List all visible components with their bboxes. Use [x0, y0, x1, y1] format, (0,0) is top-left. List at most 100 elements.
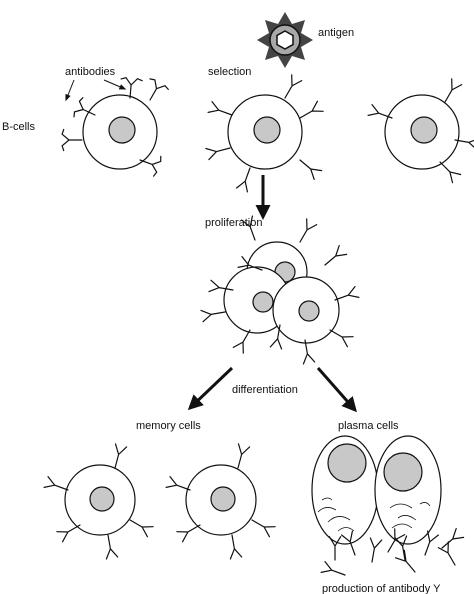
cluster-nucleus — [252, 291, 274, 313]
antibody-y — [454, 139, 474, 148]
antibody-y — [320, 561, 346, 576]
antibody-y — [367, 104, 393, 119]
antibody-stroke — [229, 534, 243, 560]
antibody-stroke — [205, 147, 231, 161]
cell-nucleus — [383, 452, 423, 492]
antibody-stroke — [114, 443, 128, 469]
antibody-stroke — [207, 101, 233, 116]
antibody-y — [114, 443, 128, 469]
label-antigen: antigen — [318, 27, 354, 39]
antibody-stroke — [105, 534, 119, 560]
antibody-stroke — [139, 155, 162, 177]
antibody-y — [73, 97, 96, 118]
antibody-y — [56, 524, 81, 543]
b-cell-left — [82, 94, 158, 170]
label-selection: selection — [208, 66, 251, 78]
antibody-y — [43, 476, 69, 491]
antibody-y — [61, 128, 83, 152]
antibody-y — [444, 78, 463, 103]
label-differentiation: differentiation — [232, 384, 298, 396]
antibody-y — [394, 535, 408, 561]
antibody-stroke — [208, 279, 234, 293]
antibody-y — [395, 549, 416, 573]
cell-nucleus — [108, 116, 136, 144]
cell-nucleus — [253, 116, 281, 144]
antibody-y — [441, 528, 465, 549]
antibody-y — [232, 329, 251, 354]
antibody-stroke — [329, 329, 354, 348]
antigen-particle — [257, 12, 313, 68]
antibody-y — [236, 167, 251, 193]
label-production: production of antibody Y — [322, 583, 441, 594]
antibody-stroke — [328, 536, 342, 561]
label-memory-cells: memory cells — [136, 420, 201, 432]
antibody-y — [329, 329, 354, 348]
antibody-y — [149, 78, 169, 101]
antibody-y — [284, 74, 303, 99]
antibody-stroke — [73, 97, 96, 118]
antibody-y — [302, 339, 316, 365]
antibody-y — [205, 147, 231, 161]
antibody-stroke — [232, 329, 251, 354]
antibody-y — [237, 443, 251, 469]
antibody-y — [176, 524, 201, 543]
antibody-stroke — [43, 476, 69, 491]
antibody-y — [241, 215, 256, 241]
antibody-stroke — [149, 78, 169, 101]
antibody-stroke — [334, 286, 360, 301]
antibody-y — [334, 286, 360, 301]
antibody-y — [328, 536, 342, 561]
antibody-stroke — [120, 77, 143, 99]
cell-nucleus — [210, 486, 236, 512]
antibody-stroke — [439, 161, 462, 184]
antibody-stroke — [176, 524, 201, 543]
antibody-y — [129, 519, 154, 538]
label-antibodies: antibodies — [65, 66, 116, 78]
arrow-to-plasma — [316, 367, 357, 413]
antibody-stroke — [299, 218, 318, 243]
antibody-y — [207, 101, 233, 116]
antibodies-arrow-left — [65, 79, 75, 102]
antibody-stroke — [129, 519, 154, 538]
antibody-stroke — [284, 74, 303, 99]
antibody-stroke — [341, 530, 356, 556]
antibody-stroke — [441, 528, 465, 549]
antibody-stroke — [236, 167, 251, 193]
antibody-y — [299, 218, 318, 243]
antigen-core — [276, 30, 294, 50]
antibodies-arrow-right — [103, 79, 127, 90]
antibody-stroke — [299, 100, 324, 119]
antibody-layer — [43, 74, 474, 576]
antibody-y — [439, 161, 462, 184]
antibody-y — [424, 530, 439, 556]
antibody-stroke — [61, 128, 83, 152]
antibody-stroke — [454, 139, 474, 148]
antibody-y — [208, 279, 234, 293]
b-cell-selected — [227, 94, 303, 170]
antibody-stroke — [395, 549, 416, 573]
arrow-to-memory — [187, 366, 234, 411]
proliferating-cluster — [223, 241, 340, 344]
memory-cell-right — [185, 464, 257, 536]
antibody-stroke — [56, 524, 81, 543]
label-proliferation: proliferation — [205, 217, 262, 229]
antibody-y — [237, 256, 263, 271]
antibody-stroke — [367, 104, 393, 119]
antibody-y — [120, 77, 143, 99]
endoplasmic-reticulum — [317, 497, 355, 532]
antibody-y — [299, 159, 323, 180]
endoplasmic-reticulum — [389, 502, 431, 529]
antibody-stroke — [241, 215, 256, 241]
antibody-stroke — [324, 245, 348, 266]
antibody-stroke — [251, 519, 276, 538]
antibody-y — [229, 534, 243, 560]
cell-nucleus — [89, 486, 115, 512]
b-cell-right — [384, 94, 460, 170]
antibody-stroke — [320, 561, 346, 576]
cell-nucleus — [327, 443, 367, 483]
antibody-stroke — [165, 476, 191, 491]
antibody-stroke — [394, 535, 408, 561]
antibody-y — [324, 245, 348, 266]
